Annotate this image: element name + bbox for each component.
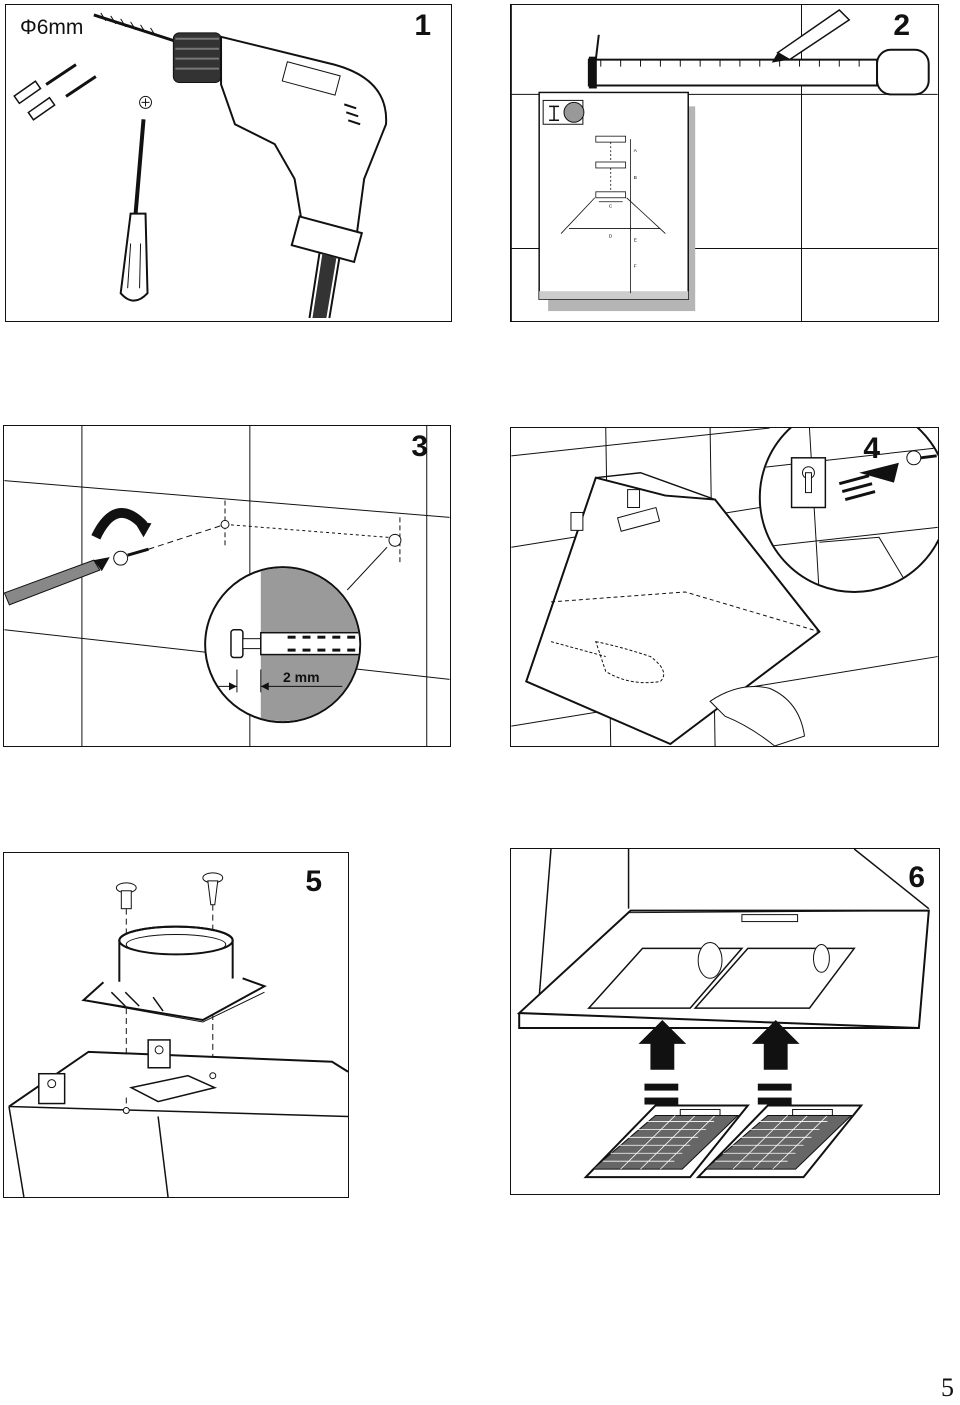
dim-label-f: F bbox=[634, 263, 637, 269]
step-3-panel: 2 mm 3 bbox=[3, 425, 451, 747]
dim-label-d: D bbox=[609, 234, 613, 240]
dim-label-c: C bbox=[609, 204, 613, 210]
measuring-illustration: A B C D E F bbox=[511, 5, 938, 321]
step-6-panel: 6 bbox=[510, 848, 940, 1195]
step-number-5: 5 bbox=[305, 865, 322, 898]
step-5-panel: 5 bbox=[3, 852, 349, 1198]
step-number-4: 4 bbox=[863, 432, 880, 465]
step-2-panel: A B C D E F 2 bbox=[510, 4, 939, 322]
gap-callout: 2 mm bbox=[283, 669, 320, 685]
dim-label-e: E bbox=[634, 238, 638, 244]
step-1-panel: Φ6mm 1 bbox=[5, 4, 452, 322]
bit-diameter-callout: Φ6mm bbox=[20, 16, 84, 39]
step-number-6: 6 bbox=[908, 861, 925, 894]
wall-plug-illustration bbox=[4, 426, 450, 746]
grease-filter-left bbox=[583, 1104, 750, 1179]
hood-hanging-illustration bbox=[511, 428, 938, 746]
grease-filter-right bbox=[695, 1104, 864, 1179]
page-number: 5 bbox=[941, 1373, 954, 1402]
dim-label-b: B bbox=[634, 175, 638, 181]
step-number-2: 2 bbox=[893, 9, 910, 42]
step-number-1: 1 bbox=[414, 9, 431, 42]
dim-label-a: A bbox=[634, 148, 638, 154]
step-4-panel: 4 bbox=[510, 427, 939, 747]
filter-illustration bbox=[516, 849, 930, 1179]
drill-illustration bbox=[13, 12, 388, 319]
step-number-3: 3 bbox=[411, 430, 428, 463]
flange-illustration bbox=[8, 872, 348, 1197]
